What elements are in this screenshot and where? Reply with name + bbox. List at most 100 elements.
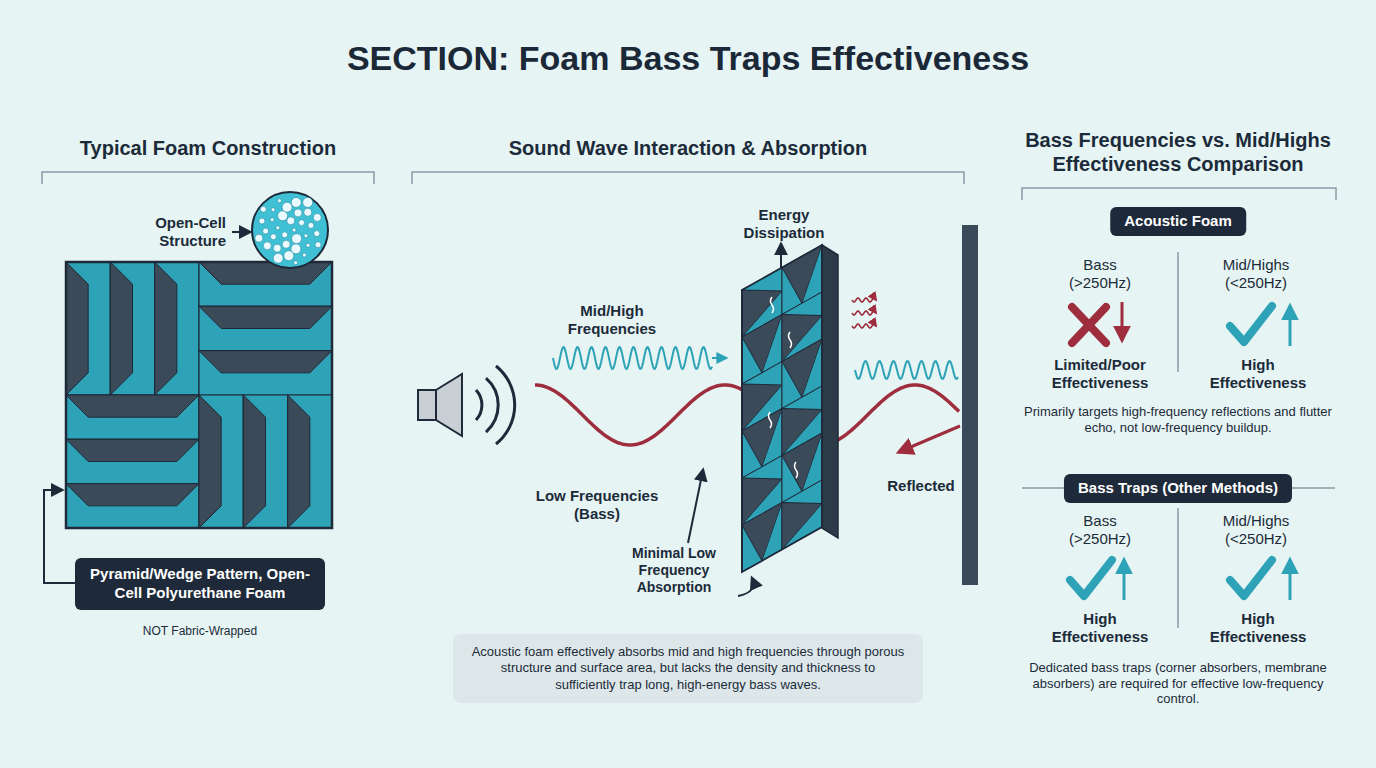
foam-wedge-shade bbox=[199, 262, 332, 284]
cell-bubble bbox=[282, 240, 290, 248]
cell-bubble bbox=[273, 253, 283, 263]
cell-bubble bbox=[294, 261, 298, 265]
cell-bubble bbox=[287, 217, 295, 225]
magnifier-circle bbox=[252, 192, 328, 268]
up-arrow bbox=[1123, 560, 1126, 600]
node-text: Bass Traps (Other Methods) bbox=[1078, 479, 1278, 498]
cell-bubble bbox=[315, 242, 321, 248]
foam-wedge-shade bbox=[66, 484, 199, 506]
label: Energy Dissipation bbox=[732, 206, 836, 242]
foam-wedge-shade bbox=[243, 395, 265, 528]
label: Mid/Highs (<250Hz) bbox=[1208, 256, 1304, 292]
foam-wedge bbox=[199, 262, 332, 306]
speaker-icon bbox=[418, 366, 515, 444]
cell-bubble bbox=[304, 234, 308, 238]
cell-bubble bbox=[306, 243, 310, 247]
leader-arrow bbox=[44, 490, 75, 583]
cell-bubble bbox=[313, 213, 321, 221]
foam-wedge-shade bbox=[66, 439, 199, 461]
dissipation-squiggle bbox=[852, 298, 876, 302]
label: Mid/Highs (<250Hz) bbox=[1208, 512, 1304, 548]
cell-bubble bbox=[263, 242, 271, 250]
cell-bubble bbox=[294, 209, 302, 217]
foam-wedge bbox=[66, 439, 199, 483]
label: High Effectiveness bbox=[1045, 610, 1155, 646]
cell-bubble bbox=[292, 228, 296, 232]
mid-high-wave bbox=[553, 347, 712, 368]
label: NOT Fabric-Wrapped bbox=[75, 624, 325, 638]
cell-bubble bbox=[291, 197, 301, 207]
node-text: Acoustic Foam bbox=[1124, 212, 1232, 231]
divider bbox=[1177, 252, 1179, 372]
cell-bubble bbox=[277, 199, 281, 203]
cell-bubble bbox=[308, 222, 314, 228]
section-heading: Typical Foam Construction bbox=[28, 136, 388, 160]
label: Dedicated bass traps (corner absorbers, … bbox=[1028, 660, 1328, 707]
pill: Bass Traps (Other Methods) bbox=[1064, 474, 1292, 503]
foam-wedge-shade bbox=[66, 262, 88, 395]
heat-squiggle bbox=[795, 462, 798, 478]
cell-bubble bbox=[255, 234, 263, 242]
wall bbox=[962, 225, 978, 585]
cell-bubble bbox=[282, 232, 288, 238]
cell-bubble bbox=[292, 234, 302, 244]
cell-bubble bbox=[304, 208, 312, 216]
cell-bubble bbox=[314, 231, 320, 237]
label: Reflected bbox=[876, 477, 966, 495]
foam-wedge bbox=[66, 395, 199, 439]
dark-box: Pyramid/Wedge Pattern, Open-Cell Polyure… bbox=[75, 558, 325, 610]
speaker-cone bbox=[436, 374, 462, 436]
leader-arrow bbox=[738, 578, 753, 596]
pill: Acoustic Foam bbox=[1110, 207, 1246, 236]
label: Limited/Poor Effectiveness bbox=[1040, 356, 1160, 392]
label: High Effectiveness bbox=[1203, 356, 1313, 392]
foam-panel bbox=[742, 245, 838, 572]
foam-wedge bbox=[288, 395, 332, 528]
cell-bubble bbox=[276, 226, 280, 230]
foam-wedge bbox=[66, 484, 199, 528]
label: Mid/High Frequencies bbox=[556, 302, 668, 338]
label: Open-Cell Structure bbox=[134, 214, 226, 250]
label: Bass (>250Hz) bbox=[1063, 512, 1137, 548]
foam-wedge bbox=[155, 262, 199, 395]
foam-wedge-shade bbox=[199, 351, 332, 373]
comparison-graphics bbox=[1022, 252, 1335, 628]
foam-wedge bbox=[199, 351, 332, 395]
section-heading: Sound Wave Interaction & Absorption bbox=[428, 136, 948, 160]
dissipation-squiggle bbox=[852, 311, 876, 315]
cross-icon bbox=[1072, 307, 1106, 343]
cell-bubble bbox=[270, 218, 274, 222]
node-text: Pyramid/Wedge Pattern, Open-Cell Polyure… bbox=[85, 565, 315, 603]
open-cell-magnifier bbox=[252, 192, 328, 268]
brackets bbox=[42, 172, 1336, 200]
cell-bubble bbox=[259, 218, 265, 224]
sound-arc bbox=[496, 366, 515, 444]
panel-face bbox=[742, 245, 822, 572]
cell-bubble bbox=[299, 220, 305, 226]
foam-wedge-shade bbox=[66, 395, 199, 417]
note-box: Acoustic foam effectively absorbs mid an… bbox=[453, 634, 923, 703]
node-text: Acoustic foam effectively absorbs mid an… bbox=[471, 644, 905, 693]
cell-bubble bbox=[260, 206, 266, 212]
section-heading: Bass Frequencies vs. Mid/Highs Effective… bbox=[1013, 128, 1343, 176]
reflected-arrow bbox=[899, 426, 960, 452]
bracket bbox=[1022, 188, 1336, 200]
foam-wedge-shade bbox=[288, 395, 310, 528]
leader-arrow bbox=[780, 244, 782, 268]
sound-arc bbox=[486, 378, 498, 432]
heat-squiggle bbox=[771, 297, 774, 313]
cell-bubble bbox=[273, 244, 281, 252]
bracket bbox=[412, 172, 964, 184]
label: Minimal Low Frequency Absorption bbox=[617, 545, 731, 595]
bracket bbox=[42, 172, 374, 184]
wave-arrow bbox=[712, 357, 726, 359]
foam-outline bbox=[66, 262, 332, 528]
foam-wedge bbox=[243, 395, 287, 528]
cell-bubble bbox=[303, 197, 313, 207]
foam-wedge bbox=[199, 395, 243, 528]
panel-side bbox=[822, 245, 838, 538]
label: Bass (>250Hz) bbox=[1063, 256, 1137, 292]
cell-bubble bbox=[282, 202, 292, 212]
heat-squiggle bbox=[769, 412, 772, 428]
heat-squiggle bbox=[789, 332, 792, 348]
